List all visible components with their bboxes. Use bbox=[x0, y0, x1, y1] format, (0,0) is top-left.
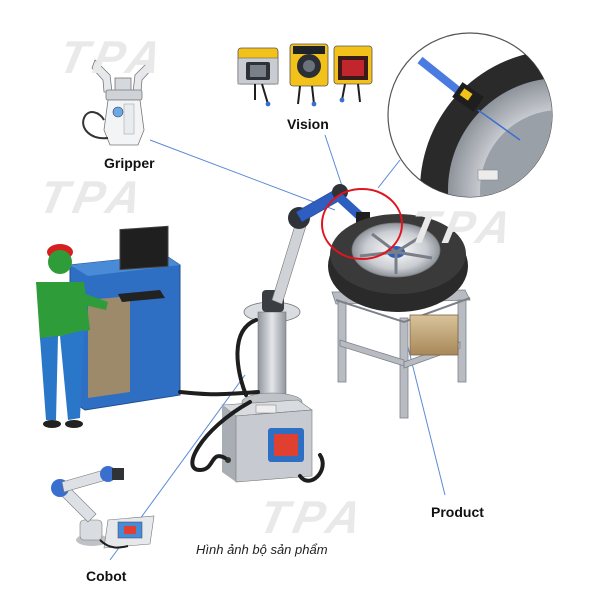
inspection-highlight bbox=[321, 188, 403, 260]
cobot-arm-icon bbox=[51, 466, 155, 549]
product-label: Product bbox=[431, 504, 484, 520]
zoom-detail-view bbox=[387, 32, 553, 198]
cobot-label: Cobot bbox=[86, 568, 127, 584]
workstation-cabinet bbox=[69, 225, 181, 411]
watermark: TPA bbox=[404, 201, 523, 253]
watermark: TPA bbox=[34, 171, 153, 223]
cobot-pedestal bbox=[241, 301, 303, 412]
cobot-arm bbox=[262, 184, 370, 312]
vision-label: Vision bbox=[287, 116, 329, 132]
operator-icon bbox=[36, 244, 108, 428]
control-box bbox=[221, 399, 313, 483]
watermark: TPA bbox=[254, 491, 373, 543]
gripper-icon bbox=[82, 59, 154, 146]
gripper-label: Gripper bbox=[104, 155, 155, 171]
watermark: TPA bbox=[54, 31, 173, 83]
caption: Hình ảnh bộ sản phẩm bbox=[196, 542, 328, 557]
tire-icon bbox=[328, 214, 468, 312]
vision-camera-icon bbox=[237, 43, 373, 107]
cables bbox=[178, 318, 325, 483]
